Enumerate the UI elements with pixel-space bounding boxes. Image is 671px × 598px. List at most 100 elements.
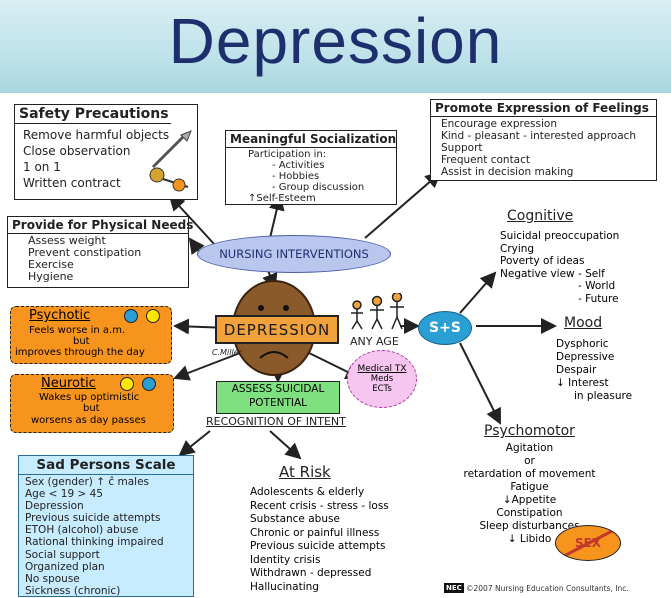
assess-line: POTENTIAL: [248, 397, 308, 409]
psychomotor-item: or: [524, 455, 535, 467]
cognitive-title: Cognitive: [507, 208, 574, 224]
psychomotor-item: Agitation: [505, 442, 554, 454]
at-risk-title: At Risk: [279, 463, 331, 481]
neurotic-title: Neurotic: [41, 376, 96, 391]
artist-signature: C.Miller: [212, 348, 242, 357]
meaningful-socialization-box: Meaningful Socialization Participation i…: [225, 130, 397, 205]
nec-logo-text: NEC: [446, 584, 462, 592]
nursing-interventions-oval: NURSING INTERVENTIONS: [197, 235, 391, 273]
title-banner: Depression: [0, 0, 671, 93]
psychotic-box: Psychotic Feels worse in a.m. but improv…: [10, 306, 172, 364]
sex-crossed-oval: SEX: [555, 525, 621, 561]
psychomotor-item: Fatigue: [510, 481, 549, 493]
psychomotor-item: ↓Appetite: [502, 494, 557, 506]
physical-item: Hygiene: [28, 270, 74, 283]
nec-logo: NEC: [444, 583, 464, 593]
safety-item: Close observation: [23, 144, 131, 158]
concept-map: Safety Precautions Remove harmful object…: [0, 93, 671, 598]
promote-expression-title: Promote Expression of Feelings: [431, 100, 656, 117]
psychotic-title: Psychotic: [29, 308, 91, 323]
at-risk-item: Identity crisis: [250, 553, 321, 566]
medical-tx-item: Meds: [370, 374, 394, 384]
cognitive-list: Suicidal preoccupation Crying Poverty of…: [500, 230, 619, 305]
medical-tx-item: ECTs: [372, 384, 392, 394]
physical-item: Prevent constipation: [28, 246, 142, 259]
cognitive-item: - World: [578, 280, 616, 292]
mood-item: Despair: [556, 364, 597, 376]
happy-to-sad-icon: [120, 377, 156, 391]
psychomotor-item: Sleep disturbances: [479, 520, 580, 532]
socialization-item: - Activities: [272, 160, 325, 171]
at-risk-item: Chronic or painful illness: [250, 526, 380, 539]
physical-needs-title: Provide for Physical Needs: [8, 217, 193, 234]
sad-face-icon: [258, 305, 289, 359]
promote-expression-box: Promote Expression of Feelings Encourage…: [430, 99, 657, 181]
psychomotor-list: Agitation or retardation of movement Fat…: [452, 442, 607, 546]
sad-to-happy-icon: [124, 309, 160, 323]
assess-line: ASSESS SUICIDAL: [231, 383, 325, 395]
socialization-item: - Hobbies: [272, 171, 320, 182]
mood-item: in pleasure: [574, 390, 633, 402]
sad-persons-item: Previous suicide attempts: [25, 512, 161, 525]
at-risk-item: Withdrawn - depressed: [250, 567, 372, 579]
sad-persons-item: Sex (gender) ↑ ĉ males: [25, 476, 150, 488]
safety-precautions-box: Safety Precautions Remove harmful object…: [14, 104, 198, 200]
medical-tx-circle: Medical TX Meds ECTs: [347, 350, 417, 408]
mood-list: Dysphoric Depressive Despair ↓ Interest …: [556, 338, 632, 403]
medical-tx-title: Medical TX: [357, 364, 407, 374]
safety-precautions-title: Safety Precautions: [15, 105, 171, 124]
people-icon: [351, 293, 404, 330]
physical-item: Exercise: [28, 258, 74, 271]
mood-item: Dysphoric: [556, 338, 609, 350]
sad-persons-item: Rational thinking impaired: [25, 536, 164, 549]
neurotic-line: Wakes up optimistic: [39, 392, 140, 403]
sad-persons-title: Sad Persons Scale: [19, 456, 193, 475]
copyright-text: ©2007 Nursing Education Consultants, Inc…: [466, 584, 629, 593]
nursing-interventions-label: NURSING INTERVENTIONS: [219, 247, 369, 261]
psychomotor-item: ↓ Libido: [507, 533, 552, 545]
at-risk-item: Recent crisis - stress - loss: [250, 499, 389, 512]
any-age-label: ANY AGE: [350, 335, 399, 348]
sad-persons-item: No spouse: [25, 572, 80, 585]
neurotic-line: but: [83, 403, 100, 414]
page-title: Depression: [168, 5, 503, 77]
psychomotor-item: Constipation: [496, 507, 563, 519]
expression-item: Encourage expression: [441, 118, 557, 130]
sad-persons-item: Age < 19 > 45: [25, 488, 103, 501]
psychotic-line: improves through the day: [15, 347, 145, 358]
sad-persons-item: Sickness (chronic): [25, 584, 121, 597]
socialization-item: ↑Self-Esteem: [248, 193, 316, 204]
psychomotor-item: retardation of movement: [463, 468, 596, 480]
cognitive-item: - Future: [578, 292, 619, 305]
socialization-item: - Group discussion: [272, 182, 365, 193]
mood-title: Mood: [564, 315, 603, 331]
neurotic-line: worsens as day passes: [31, 415, 146, 426]
assess-suicidal-box: ASSESS SUICIDAL POTENTIAL: [216, 381, 340, 414]
safety-item: Written contract: [23, 176, 121, 190]
mood-item: ↓ Interest: [556, 377, 609, 389]
at-risk-list: Adolescents & elderly Recent crisis - st…: [250, 486, 389, 594]
at-risk-item: Hallucinating: [250, 580, 319, 593]
mood-item: Depressive: [556, 351, 615, 363]
meaningful-socialization-title: Meaningful Socialization: [226, 131, 396, 148]
physical-needs-box: Provide for Physical Needs Assess weight…: [7, 216, 193, 288]
psychomotor-title: Psychomotor: [484, 423, 575, 439]
cross-out-icon: [563, 528, 615, 558]
expression-item: Frequent contact: [441, 154, 531, 166]
psychotic-line: Feels worse in a.m.: [29, 325, 126, 336]
socialization-item: Participation in:: [248, 149, 327, 160]
ss-label: S+S: [429, 320, 461, 336]
safety-item: Remove harmful objects: [23, 128, 170, 142]
at-risk-item: Previous suicide attempts: [250, 540, 386, 552]
cognitive-item: Negative view - Self: [500, 267, 605, 280]
cognitive-item: Suicidal preoccupation: [500, 230, 620, 242]
scissors-knife-icon: [149, 130, 192, 192]
recognition-of-intent: RECOGNITION OF INTENT: [206, 415, 346, 428]
expression-item: Kind - pleasant - interested approach: [441, 130, 637, 142]
physical-item: Assess weight: [28, 234, 106, 247]
expression-item: Support: [441, 142, 483, 154]
sad-persons-item: ETOH (alcohol) abuse: [25, 524, 139, 537]
depression-label: DEPRESSION: [223, 320, 331, 339]
cognitive-item: Poverty of ideas: [500, 255, 585, 267]
sad-persons-item: Depression: [25, 500, 84, 513]
